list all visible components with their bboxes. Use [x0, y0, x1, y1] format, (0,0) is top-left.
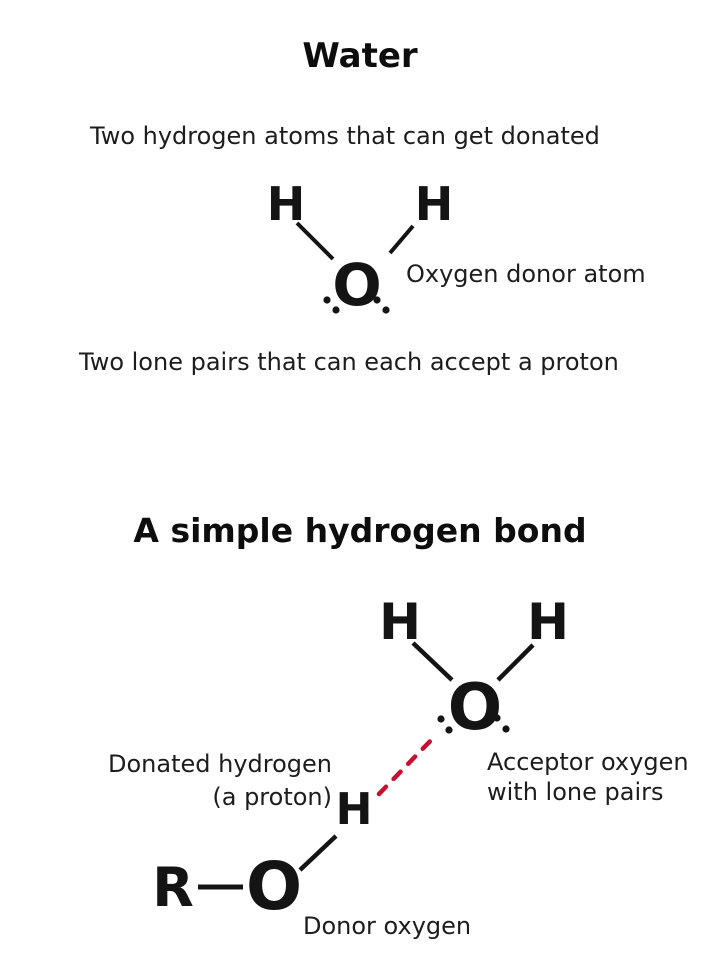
acceptor-oxygen-label-line2: with lone pairs	[487, 778, 664, 806]
water-bottom-caption: Two lone pairs that can each accept a pr…	[79, 348, 619, 376]
lone-pair-dot	[493, 714, 501, 722]
acceptor-oxygen-label-line1: Acceptor oxygen	[487, 748, 689, 776]
lone-pair-dot	[373, 296, 381, 304]
acceptor-oxygen: O	[447, 671, 503, 745]
water-oh-bond-left	[295, 221, 335, 261]
donated-hydrogen-label-line2: (a proton)	[212, 783, 332, 811]
donated-hydrogen-label: Donated hydrogen (a proton)	[108, 748, 332, 814]
lone-pair-dot	[445, 726, 453, 734]
water-oh-bond-right	[388, 224, 415, 255]
acceptor-hydrogen-right: H	[527, 593, 569, 651]
lone-pair-dot	[332, 306, 340, 314]
acceptor-oh-bond-right	[496, 643, 535, 682]
donor-oxygen: O	[245, 848, 303, 925]
hbond-section-title: A simple hydrogen bond	[133, 511, 587, 550]
water-hydrogen-right: H	[414, 177, 454, 231]
acceptor-oxygen-label: Acceptor oxygen with lone pairs	[487, 747, 689, 807]
water-section-title: Water	[302, 36, 418, 76]
lone-pair-dot	[502, 725, 510, 733]
hydrogen-bond-line	[376, 731, 440, 797]
water-oxygen: O	[332, 251, 382, 319]
lone-pair-dot	[323, 296, 331, 304]
acceptor-hydrogen-left: H	[379, 593, 421, 651]
lone-pair-dot	[437, 715, 445, 723]
acceptor-oh-bond-left	[411, 641, 454, 682]
water-top-caption: Two hydrogen atoms that can get donated	[90, 122, 600, 150]
donor-oh-bond	[298, 834, 338, 872]
oxygen-donor-atom-label: Oxygen donor atom	[406, 260, 646, 288]
water-hydrogen-left: H	[266, 177, 306, 231]
donor-oxygen-label: Donor oxygen	[303, 912, 472, 940]
donated-hydrogen-label-line1: Donated hydrogen	[107, 750, 332, 778]
lone-pair-dot	[382, 306, 390, 314]
donated-hydrogen-atom: H	[335, 784, 373, 835]
donor-r-group: R	[152, 856, 194, 919]
